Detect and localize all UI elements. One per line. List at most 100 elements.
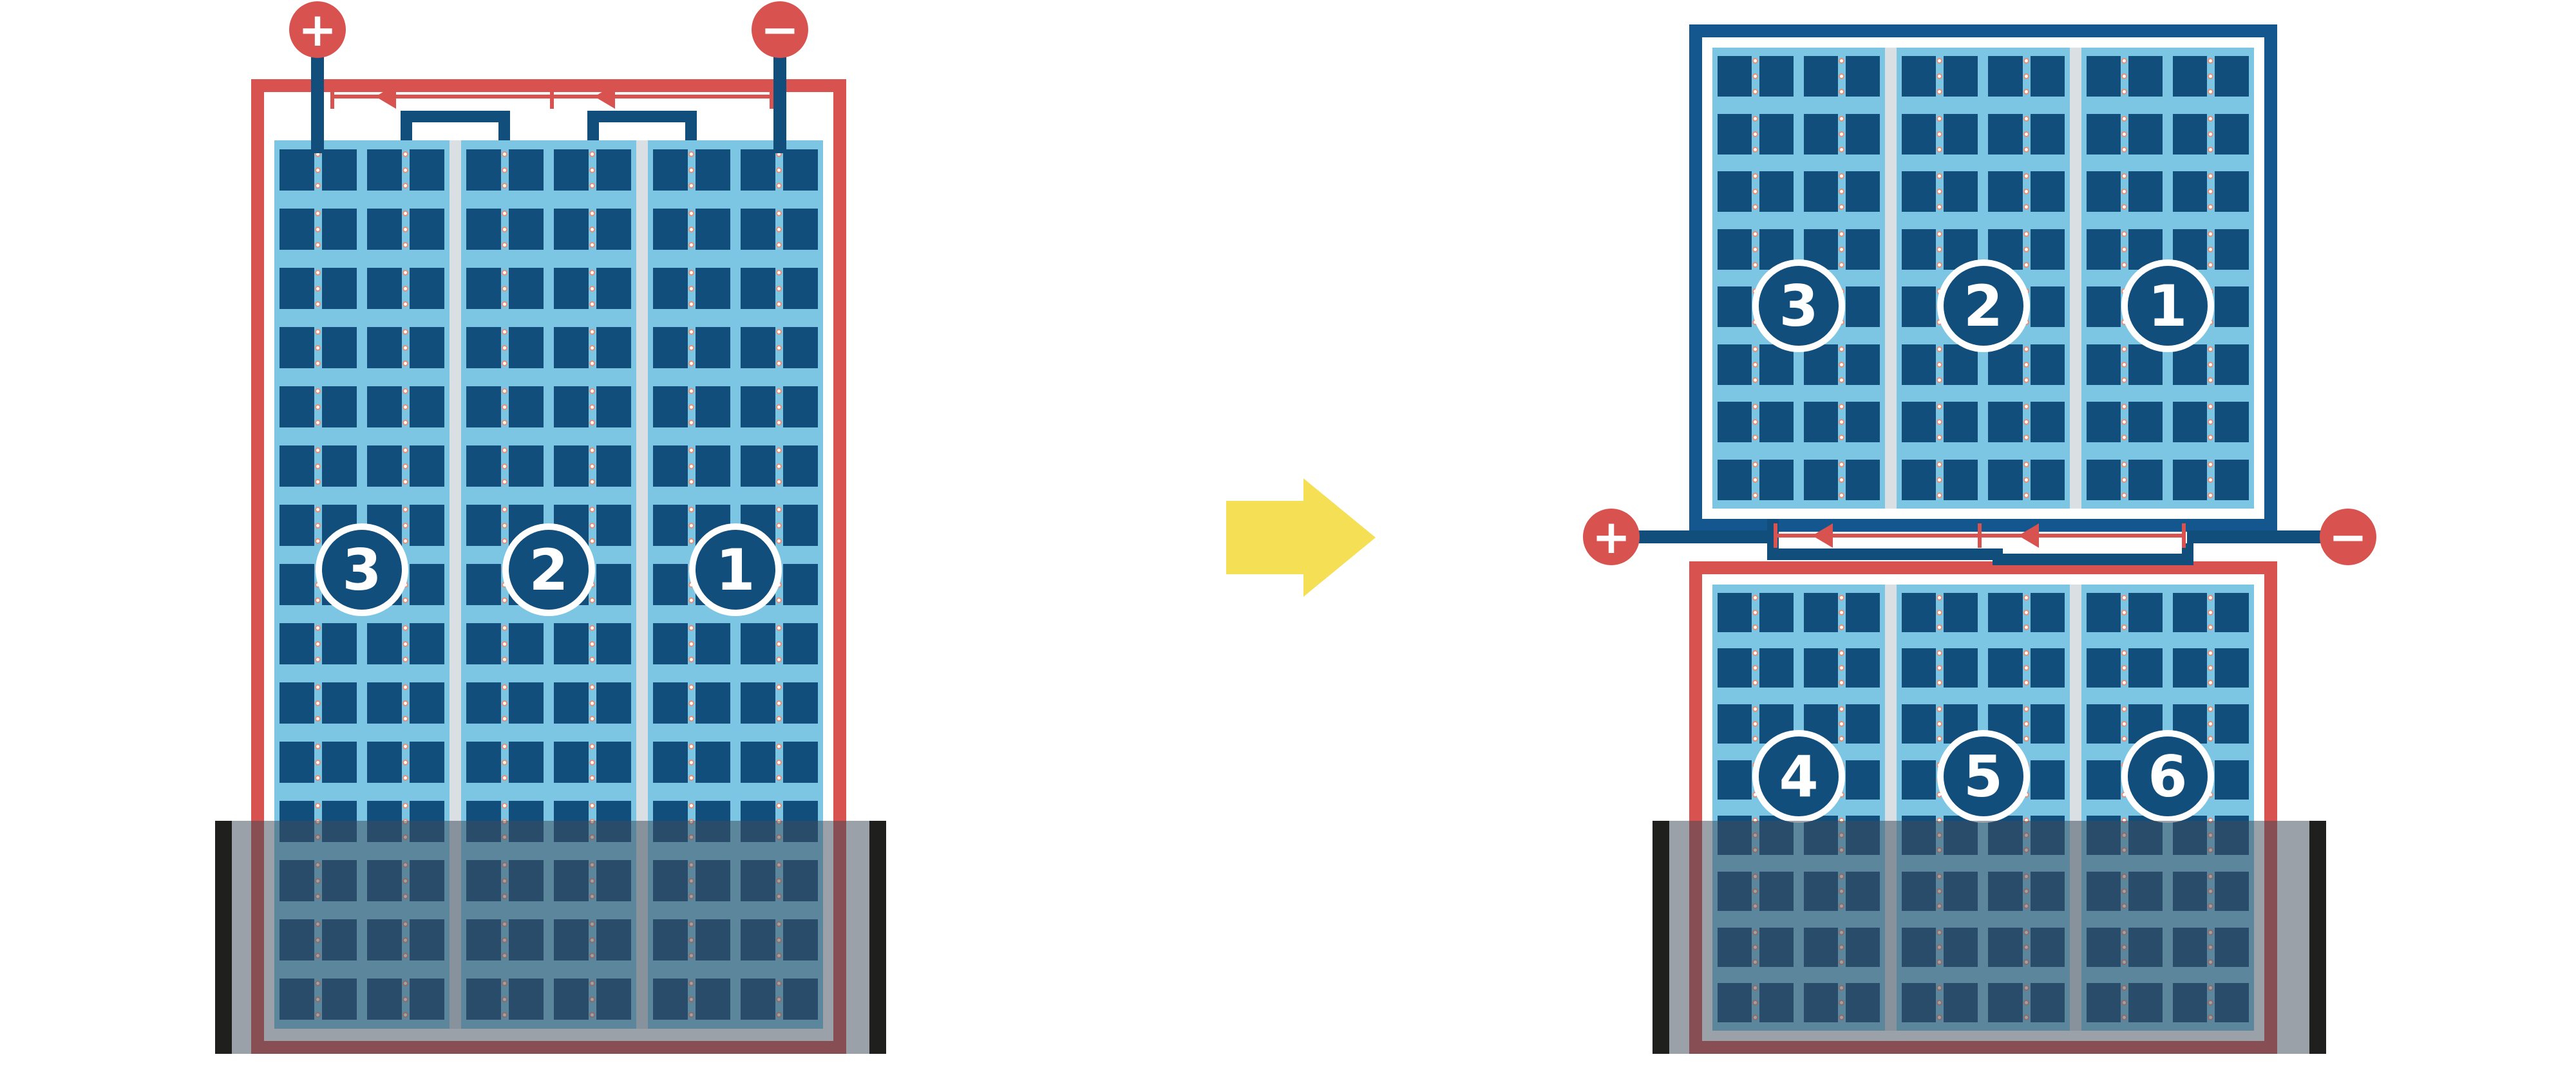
split-module-top-frame <box>1689 24 2277 532</box>
pv-cell <box>2030 344 2065 385</box>
cell-gap <box>461 436 466 496</box>
solder-dot-icon <box>2207 346 2213 352</box>
pv-cell <box>322 209 357 250</box>
solder-dot-icon <box>2023 204 2029 211</box>
cell-row <box>274 614 450 673</box>
pv-cell <box>466 742 501 783</box>
solder-dot-icon <box>688 211 694 216</box>
solder-dot-icon <box>2121 435 2127 441</box>
cell-gap <box>1978 48 1988 106</box>
pv-cell <box>1718 344 1752 385</box>
solder-dot-icon <box>589 183 595 189</box>
solder-dot-icon <box>2207 609 2213 615</box>
pv-cell <box>322 742 357 783</box>
solder-dot-icon <box>2121 146 2127 153</box>
shade-overlay <box>1653 821 2326 1054</box>
cell-gap <box>461 318 466 377</box>
pv-cell <box>741 149 775 191</box>
pv-cell <box>1846 171 1880 212</box>
pv-cell <box>279 445 314 487</box>
solder-dot-icon <box>589 641 595 647</box>
flow-tick <box>1978 523 1982 548</box>
pv-cell <box>2086 459 2121 500</box>
cell-gap <box>1794 163 1804 221</box>
solder-dot-icon <box>688 270 694 276</box>
cell-busbar-channel <box>775 505 783 546</box>
solder-dot-icon <box>2207 404 2213 410</box>
solder-dot-icon <box>688 151 694 157</box>
solder-dot-icon <box>776 657 782 662</box>
cell-row <box>274 673 450 733</box>
pv-cell <box>596 742 631 783</box>
pv-cell <box>696 149 730 191</box>
cell-busbar-channel <box>2023 229 2031 270</box>
cell-gap <box>461 614 466 673</box>
cell-gap <box>1712 278 1718 336</box>
cell-gap <box>444 140 450 200</box>
pv-cell <box>2086 56 2121 97</box>
pv-cell <box>1846 592 1880 632</box>
solder-dot-icon <box>402 344 408 351</box>
cell-busbar-channel <box>1752 229 1759 270</box>
cell-busbar-channel <box>775 327 783 368</box>
plus-icon: + <box>1591 510 1631 564</box>
cell-gap <box>1897 451 1902 509</box>
pv-cell <box>279 327 314 368</box>
pv-cell <box>596 209 631 250</box>
minus-icon: − <box>2328 510 2368 564</box>
pv-cell <box>466 682 501 724</box>
cell-gap <box>648 377 653 436</box>
solder-dot-icon <box>2121 346 2127 352</box>
pv-cell <box>2128 171 2163 212</box>
cell-gap <box>1712 221 1718 279</box>
cell-row <box>1897 221 2069 279</box>
solder-dot-icon <box>1937 435 1943 441</box>
cell-gap <box>461 496 466 555</box>
cell-gap <box>274 200 279 259</box>
cell-gap <box>544 140 554 200</box>
solder-dot-icon <box>1839 58 1845 64</box>
cell-row <box>2081 336 2254 394</box>
solder-dot-icon <box>776 463 782 469</box>
pv-cell <box>1759 171 1794 212</box>
cell-busbar-channel <box>2207 460 2215 500</box>
solder-dot-icon <box>502 641 507 647</box>
cell-gap <box>2081 48 2087 106</box>
cell-busbar-channel <box>501 386 509 427</box>
cell-row <box>648 318 823 377</box>
solder-dot-icon <box>1752 721 1759 727</box>
cell-busbar-channel <box>2121 114 2128 155</box>
solder-dot-icon <box>1752 204 1759 211</box>
solder-dot-icon <box>315 404 321 410</box>
solder-dot-icon <box>1839 721 1845 727</box>
solder-dot-icon <box>402 775 408 781</box>
pv-cell <box>410 327 444 368</box>
cell-busbar-channel <box>1936 593 1944 632</box>
solder-dot-icon <box>1937 461 1943 467</box>
pv-cell <box>2030 459 2065 500</box>
cell-busbar-channel <box>314 149 322 191</box>
pv-cell <box>2214 171 2249 212</box>
cell-gap <box>631 140 636 200</box>
cell-row <box>1897 393 2069 451</box>
solder-dot-icon <box>315 270 321 276</box>
pv-cell <box>1846 286 1880 328</box>
cell-busbar-channel <box>314 505 322 546</box>
cell-gap <box>1880 641 1885 697</box>
solder-dot-icon <box>502 361 507 366</box>
cell-gap <box>1897 336 1902 394</box>
cell-gap <box>730 318 741 377</box>
plus-icon: + <box>298 3 337 57</box>
solder-dot-icon <box>1839 594 1845 601</box>
solder-dot-icon <box>1937 624 1943 630</box>
cell-gap <box>631 318 636 377</box>
solder-dot-icon <box>2023 461 2029 467</box>
cell-gap <box>1712 585 1718 641</box>
cell-busbar-channel <box>501 209 509 250</box>
pv-cell <box>466 327 501 368</box>
cell-gap <box>2163 106 2173 164</box>
solder-dot-icon <box>502 684 507 690</box>
cell-gap <box>2249 641 2254 697</box>
cell-row <box>648 259 823 318</box>
solder-dot-icon <box>402 151 408 157</box>
